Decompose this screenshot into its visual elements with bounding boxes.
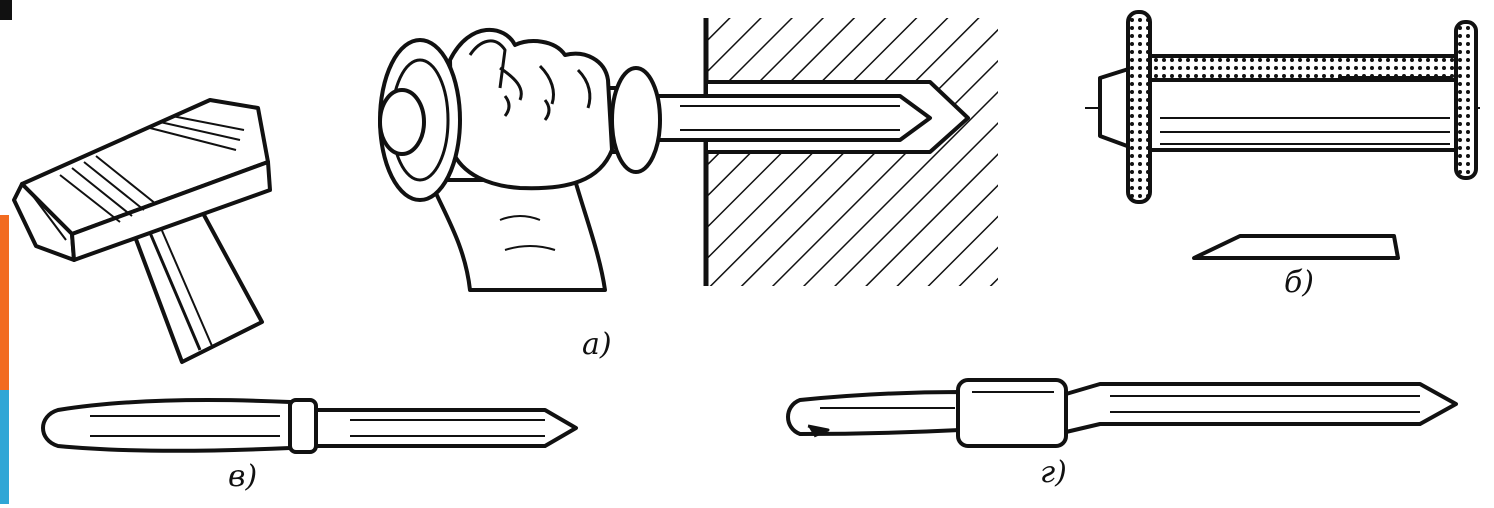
figure-label-b: б) [1284,265,1315,300]
figure-b-drawing [1085,10,1480,260]
accent-bar-blue [0,390,9,504]
hammer-drawing [12,98,272,364]
accent-bar-orange [0,215,9,390]
figure-v-drawing [41,398,578,454]
figure-label-g: г) [1040,455,1067,490]
figure-a-drawing [378,18,998,292]
corner-mark [0,0,12,20]
figure-label-a: а) [582,327,612,362]
figure-label-v: в) [228,459,258,494]
figure-g-drawing [786,378,1458,448]
